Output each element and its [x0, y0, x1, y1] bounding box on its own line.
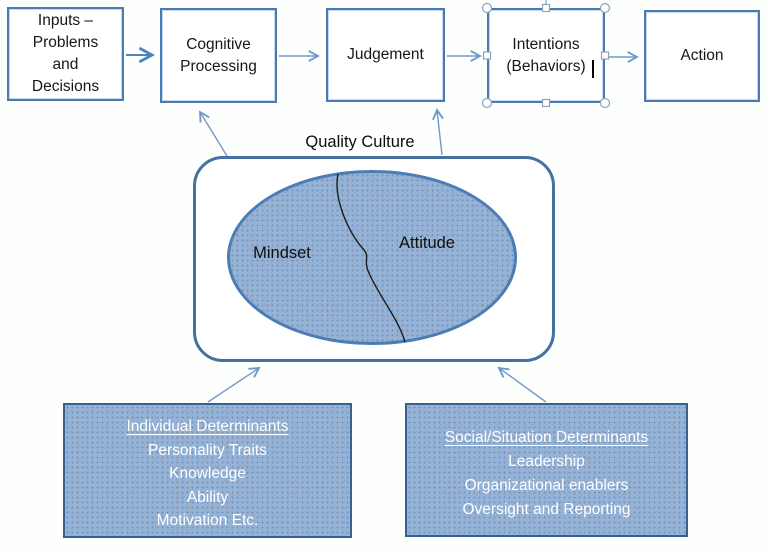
- social-item: Leadership: [508, 453, 585, 470]
- individual-determinants-title: Individual Determinants: [126, 418, 289, 435]
- text-cursor: [592, 60, 594, 78]
- individual-item: Personality Traits: [148, 441, 267, 459]
- social-determinants-box[interactable]: Social/Situation Determinants Leadership…: [405, 403, 688, 537]
- individual-determinants-box[interactable]: Individual Determinants Personality Trai…: [63, 403, 352, 538]
- flow-box-inputs[interactable]: Inputs – Problems and Decisions: [7, 7, 124, 101]
- individual-item: Motivation Etc.: [156, 512, 259, 529]
- individual-item: Ability: [186, 488, 229, 506]
- arrow-social-to-culture[interactable]: [497, 366, 547, 403]
- arrow-culture-to-cognitive[interactable]: [198, 110, 228, 157]
- arrow-individual-to-culture[interactable]: [207, 366, 261, 403]
- social-item: Oversight and Reporting: [462, 501, 631, 518]
- social-item: Organizational enablers: [464, 477, 629, 494]
- individual-item: Knowledge: [169, 465, 246, 482]
- quality-culture-label: Quality Culture: [305, 133, 415, 151]
- flow-box-cognitive-processing[interactable]: Cognitive Processing: [160, 8, 277, 103]
- mindset-label: Mindset: [253, 244, 311, 262]
- attitude-label: Attitude: [399, 234, 455, 252]
- social-determinants-title: Social/Situation Determinants: [444, 429, 649, 446]
- flow-box-action[interactable]: Action: [644, 10, 760, 102]
- flow-box-judgement[interactable]: Judgement: [326, 8, 445, 102]
- flow-box-intentions-selected[interactable]: Intentions (Behaviors): [487, 8, 605, 103]
